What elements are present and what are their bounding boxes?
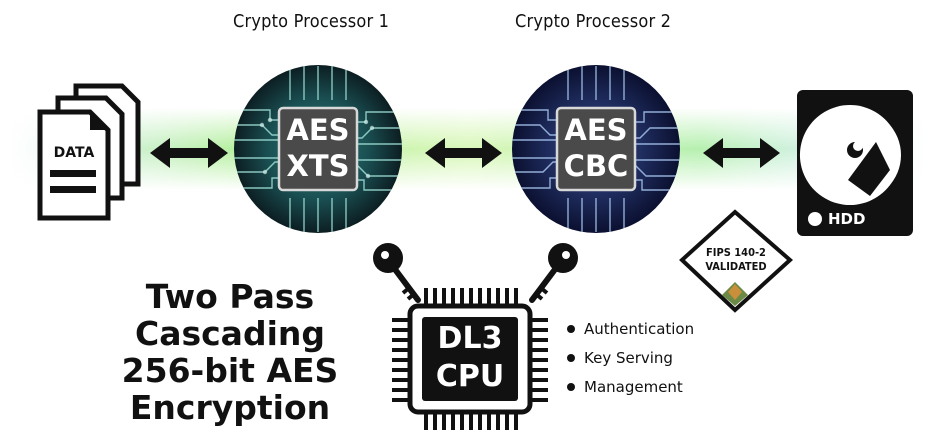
- hdd-icon: [797, 90, 913, 236]
- fips-label: FIPS 140-2 VALIDATED: [688, 246, 784, 274]
- feature-management: Management: [584, 377, 683, 396]
- arrow-proc1-proc2: [425, 138, 502, 168]
- cpu-label: DL3 CPU: [422, 320, 518, 396]
- headline-line-1: Two Pass: [145, 277, 315, 316]
- feature-item: Authentication: [567, 314, 694, 343]
- feature-authentication: Authentication: [584, 319, 695, 338]
- feature-item: Management: [567, 372, 694, 401]
- cpu-features-list: Authentication Key Serving Management: [567, 314, 694, 401]
- hdd-label: HDD: [828, 210, 866, 228]
- arrows: [150, 138, 780, 168]
- bullet-icon: [567, 353, 575, 362]
- bullet-icon: [567, 382, 575, 391]
- processor-2-mode: CBC: [563, 149, 629, 183]
- headline-line-4: Encryption: [129, 388, 331, 427]
- headline-line-3: 256-bit AES: [121, 351, 339, 390]
- fips-status: VALIDATED: [705, 260, 767, 273]
- fips-standard: FIPS 140-2: [706, 246, 766, 259]
- cpu-type: CPU: [435, 359, 505, 394]
- feature-key-serving: Key Serving: [584, 348, 673, 367]
- processor-2-title: Crypto Processor 2: [515, 11, 672, 32]
- crypto-processor-1-chip: [234, 65, 402, 233]
- processor-1-label: AES XTS: [279, 112, 357, 184]
- headline: Two Pass Cascading 256-bit AES Encryptio…: [80, 278, 380, 426]
- fips-badge-icon: [679, 209, 794, 313]
- key-icon-right: [529, 243, 578, 303]
- arrow-doc-proc1: [150, 138, 228, 168]
- arrow-proc2-hdd: [703, 138, 780, 168]
- data-document-label: DATA: [53, 145, 95, 161]
- headline-line-2: Cascading: [134, 314, 325, 353]
- processor-1-mode: XTS: [286, 149, 350, 183]
- key-icon-left: [373, 243, 421, 303]
- processor-2-cipher: AES: [564, 113, 628, 147]
- processor-1-cipher: AES: [286, 113, 350, 147]
- processor-1-title: Crypto Processor 1: [233, 11, 390, 32]
- crypto-processor-2-chip: [512, 65, 680, 233]
- cpu-name: DL3: [437, 321, 503, 356]
- feature-item: Key Serving: [567, 343, 694, 372]
- processor-2-label: AES CBC: [557, 112, 635, 184]
- data-document-icon: [37, 83, 141, 221]
- dl3-cpu-chip-icon: [392, 288, 548, 430]
- bullet-icon: [567, 324, 575, 333]
